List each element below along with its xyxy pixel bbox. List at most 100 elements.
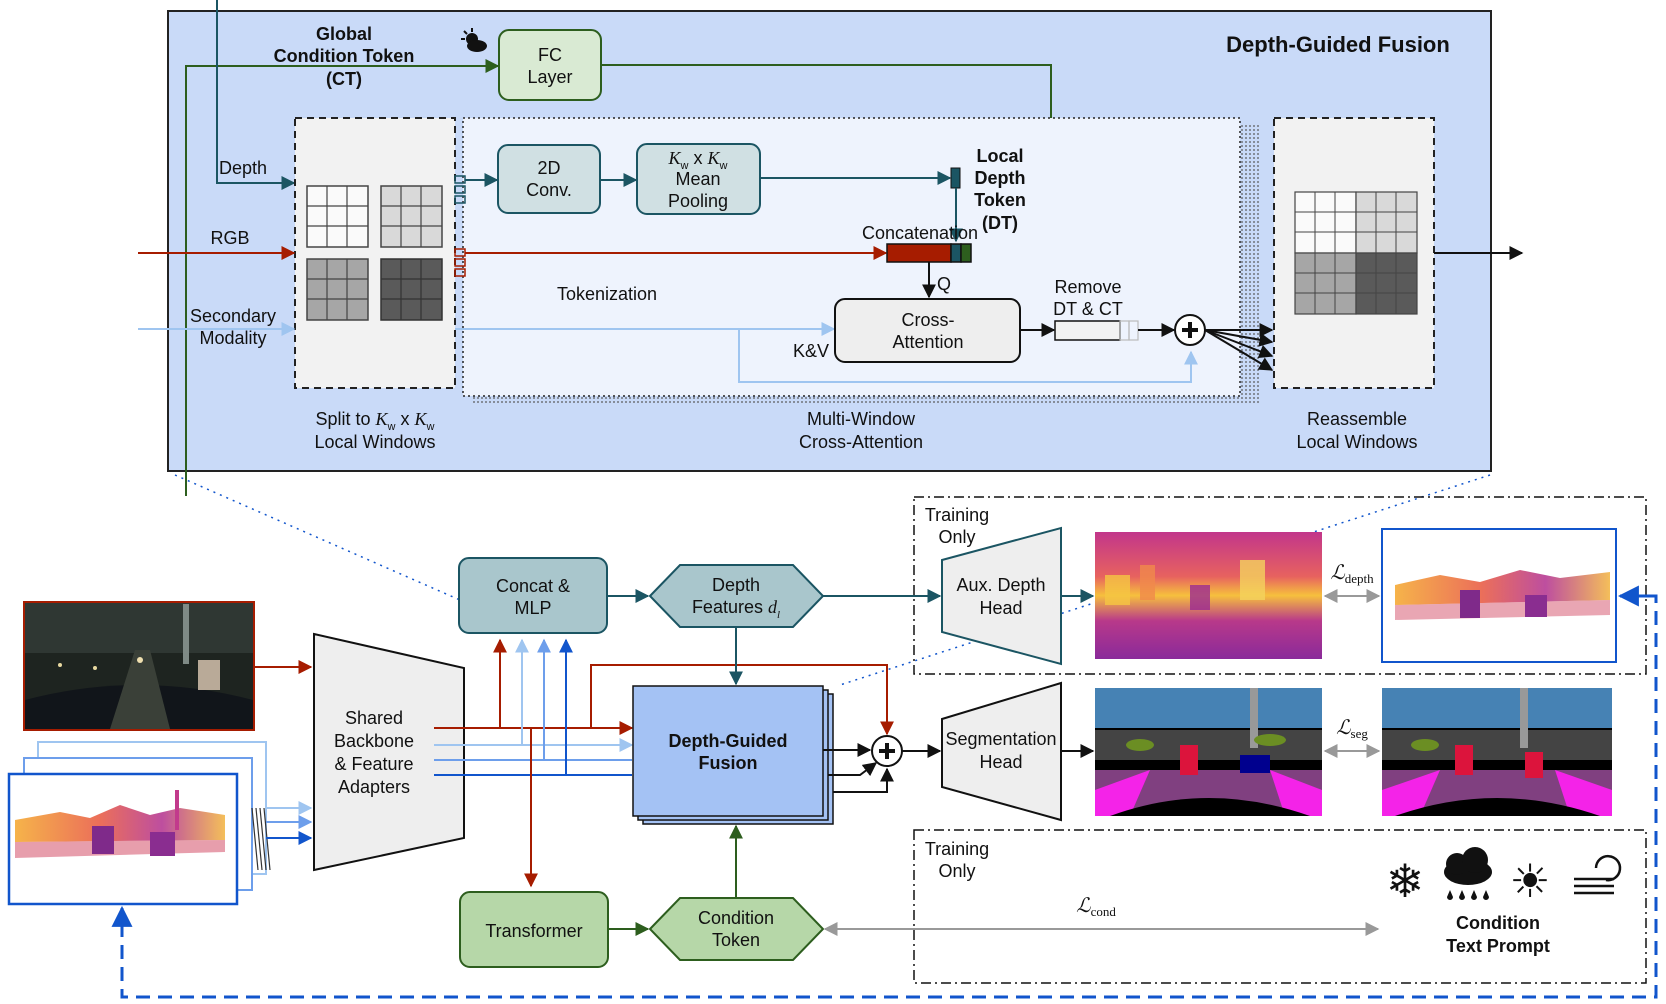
predicted-segmentation	[1095, 688, 1322, 816]
depth-ground-truth	[1381, 528, 1617, 663]
condition-token-node	[648, 897, 825, 961]
dgf-label-2: Fusion	[699, 753, 758, 773]
aux-depth-head	[941, 526, 1062, 666]
depth-token	[950, 167, 961, 189]
dt-label-4: (DT)	[982, 213, 1018, 233]
zoom-line-right	[839, 474, 1491, 686]
concat-dt-token	[950, 243, 962, 263]
backbone-label-4: Adapters	[338, 777, 410, 797]
segmentation-ground-truth	[1382, 688, 1612, 816]
cross-attention-label-1: Cross-	[902, 310, 955, 330]
concat-ct-token	[960, 243, 972, 263]
ct-line	[185, 59, 500, 496]
fc-layer-box	[498, 29, 602, 101]
split-caption-2: Local Windows	[314, 432, 435, 452]
condition-token-label-1: Condition	[698, 908, 774, 928]
depth-supervision-loop	[111, 594, 1658, 999]
pool-w2: w	[719, 160, 728, 172]
window-grid-1	[306, 185, 369, 248]
concatenation-label: Concatenation	[862, 223, 978, 243]
pooling-label-3: Pooling	[668, 191, 728, 211]
sun-icon: ☀	[1509, 855, 1550, 907]
training-only-top-1: Training	[925, 505, 989, 525]
concat-rgb-tokens	[886, 243, 952, 263]
zoom-line-left	[174, 474, 461, 601]
pooling-label-2: Mean	[675, 169, 720, 189]
loss-seg-L: ℒ	[1336, 717, 1351, 739]
seg-head-label-1: Segmentation	[945, 729, 1056, 749]
pool-w1: w	[680, 160, 689, 172]
ct-label-1: Global	[316, 24, 372, 44]
split-k1: K	[375, 409, 389, 429]
plus-to-reassemble-lines	[1204, 323, 1274, 371]
training-only-bottom-2: Only	[938, 861, 975, 881]
depth-feat-sub: l	[777, 609, 780, 621]
transformer-label: Transformer	[485, 921, 582, 941]
aux-head-label-2: Head	[979, 598, 1022, 618]
split-w2: w	[426, 421, 435, 433]
pool-k2: K	[707, 148, 721, 168]
loss-cond-label: ℒcond	[1076, 895, 1116, 919]
prompt-label-1: Condition	[1456, 913, 1540, 933]
conv-label-1: 2D	[537, 158, 560, 178]
training-only-box-top	[913, 496, 1647, 675]
loss-seg-label: ℒseg	[1336, 717, 1368, 741]
pooling-label-1: Kw x Kw	[668, 148, 728, 172]
mwca-caption-2: Cross-Attention	[799, 432, 923, 452]
backbone-label-3: & Feature	[334, 754, 413, 774]
weather-icon	[461, 28, 487, 52]
pool-k1: K	[668, 148, 682, 168]
q-label: Q	[937, 274, 951, 294]
training-only-top-2: Only	[938, 527, 975, 547]
rgb-input-image	[23, 601, 255, 731]
split-caption-1: Split to Kw x Kw	[316, 409, 435, 433]
split-x: x	[396, 409, 415, 429]
dt-label-3: Token	[974, 190, 1026, 210]
segmentation-head	[941, 681, 1062, 822]
window-grid-4	[380, 258, 443, 321]
reassemble-caption-2: Local Windows	[1296, 432, 1417, 452]
split-k2: K	[414, 409, 428, 429]
pool-x: x	[688, 148, 707, 168]
panel-title: Depth-Guided Fusion	[1226, 32, 1450, 57]
remove-token-bar	[1054, 320, 1121, 341]
lidar-input-image	[7, 772, 239, 906]
secondary-label-2: Modality	[199, 328, 266, 348]
depth-features-label-1: Depth	[712, 575, 760, 595]
conv-label-2: Conv.	[526, 180, 572, 200]
aux-head-label-1: Aux. Depth	[956, 575, 1045, 595]
dt-label-1: Local	[976, 146, 1023, 166]
window-grid-3	[306, 258, 369, 321]
loss-seg-sub: seg	[1351, 726, 1369, 741]
ct-label-2: Condition Token	[274, 46, 415, 66]
remove-label-2: DT & CT	[1053, 299, 1123, 319]
dgf-label-1: Depth-Guided	[669, 731, 788, 751]
backbone-label-2: Backbone	[334, 731, 414, 751]
dgf-box	[632, 685, 824, 817]
remove-label-1: Remove	[1054, 277, 1121, 297]
split-caption-1a: Split to	[316, 409, 376, 429]
depth-input-line	[216, 0, 296, 190]
dgf-to-add-3	[833, 767, 894, 793]
split-w1: w	[387, 421, 396, 433]
fusion-add-icon	[871, 735, 903, 767]
seg-head-label-2: Head	[979, 752, 1022, 772]
loss-depth-label: ℒdepth	[1330, 562, 1374, 586]
depth-feat-d: d	[768, 597, 778, 617]
concat-mlp-label-1: Concat &	[496, 576, 570, 596]
fog-icon	[1574, 854, 1622, 895]
snowflake-icon: ❄	[1386, 855, 1425, 907]
backbone-label-1: Shared	[345, 708, 403, 728]
fc-layer-label-1: FC	[538, 45, 562, 65]
loss-depth-L: ℒ	[1330, 562, 1345, 584]
conv-box	[497, 144, 601, 214]
red-skip-to-add	[590, 664, 894, 736]
loss-depth-sub: depth	[1345, 571, 1374, 586]
loss-cond-L: ℒ	[1076, 895, 1091, 917]
dt-label-2: Depth	[975, 168, 1026, 188]
depth-feat-word: Features	[692, 597, 768, 617]
fc-layer-label-2: Layer	[527, 67, 572, 87]
loss-cond-sub: cond	[1091, 904, 1117, 919]
split-windows-box	[294, 117, 456, 389]
